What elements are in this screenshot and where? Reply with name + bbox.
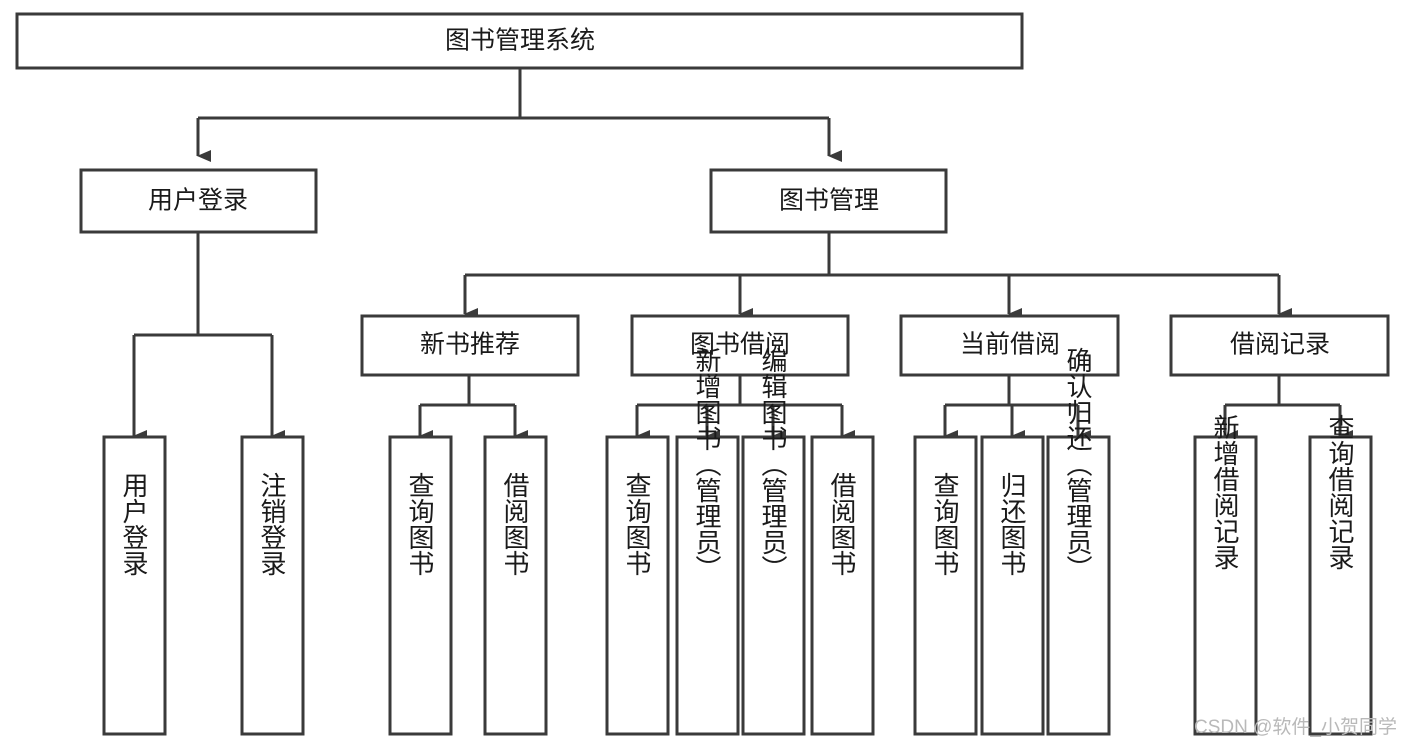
leaf-node[interactable]: 借阅图书 (483, 435, 548, 736)
edge-group-user-login (132, 232, 285, 442)
leaf-nb-borrow-book-label: 借阅图书 (500, 472, 530, 576)
edge-group-current-borrow (943, 375, 1091, 442)
node-book-borrow-box[interactable] (630, 314, 850, 377)
leaf-bb-query-book-label: 查询图书 (622, 472, 652, 576)
leaf-node[interactable]: 查询图书 (913, 435, 978, 736)
edge-group-root (196, 68, 842, 162)
leaf-bb-edit-book-box[interactable] (741, 435, 806, 736)
leaf-br-query-record-label: 查询借阅记录 (1325, 414, 1355, 570)
leaf-node[interactable]: 编辑图书（管理员） (741, 347, 806, 736)
leaf-br-add-record-label: 新增借阅记录 (1210, 414, 1240, 570)
node-current-borrow-box[interactable] (899, 314, 1120, 377)
node-user-login[interactable]: 用户登录 (79, 168, 318, 234)
leaf-bb-add-book-box[interactable] (675, 435, 740, 736)
node-borrow-record-box[interactable] (1169, 314, 1390, 377)
edge-group-borrow-record (1223, 375, 1353, 442)
leaf-logout-box[interactable] (240, 435, 305, 736)
leaf-bb-borrow-book-box[interactable] (810, 435, 875, 736)
leaf-nb-query-book-box[interactable] (388, 435, 453, 736)
node-current-borrow-label: 当前借阅 (960, 331, 1060, 359)
node-book-manage-label: 图书管理 (779, 187, 879, 215)
leaf-nb-query-book-label: 查询图书 (405, 472, 435, 576)
leaf-node[interactable]: 查询借阅记录 (1308, 414, 1373, 736)
leaf-cb-query-book-label: 查询图书 (930, 472, 960, 576)
node-new-book-recommend[interactable]: 新书推荐 (360, 314, 580, 377)
leaf-user-login-label: 用户登录 (119, 472, 149, 576)
node-book-manage[interactable]: 图书管理 (709, 168, 948, 234)
leaf-br-query-record-box[interactable] (1308, 435, 1373, 736)
leaf-node[interactable]: 归还图书 (980, 435, 1045, 736)
leaf-br-add-record-box[interactable] (1193, 435, 1258, 736)
edge-group-book-manage (463, 232, 1292, 320)
node-root-system[interactable]: 图书管理系统 (15, 12, 1024, 70)
leaf-nb-borrow-book-box[interactable] (483, 435, 548, 736)
edge-group-book-borrow (635, 375, 855, 442)
node-borrow-record[interactable]: 借阅记录 (1169, 314, 1390, 377)
leaf-node[interactable]: 注销登录 (240, 435, 305, 736)
leaf-cb-confirm-return-box[interactable] (1046, 435, 1111, 736)
node-borrow-record-label: 借阅记录 (1230, 331, 1330, 359)
leaf-user-login-box[interactable] (102, 435, 167, 736)
node-root-label: 图书管理系统 (445, 27, 595, 55)
leaf-cb-query-book-box[interactable] (913, 435, 978, 736)
node-book-manage-box[interactable] (709, 168, 948, 234)
node-user-login-label: 用户登录 (148, 187, 248, 215)
leaf-node[interactable]: 查询图书 (605, 435, 670, 736)
node-new-book-recommend-box[interactable] (360, 314, 580, 377)
node-new-book-recommend-label: 新书推荐 (420, 331, 520, 359)
node-book-borrow[interactable]: 图书借阅 (630, 314, 850, 377)
leaf-node[interactable]: 新增图书（管理员） (675, 347, 740, 736)
leaf-node[interactable]: 查询图书 (388, 435, 453, 736)
node-current-borrow[interactable]: 当前借阅 (899, 314, 1120, 377)
node-root-box[interactable] (15, 12, 1024, 70)
node-user-login-box[interactable] (79, 168, 318, 234)
leaf-node[interactable]: 确认归还（管理员） (1046, 347, 1111, 736)
edge-group-new-book (418, 375, 528, 442)
leaf-bb-add-book-label: 新增图书（管理员） (692, 347, 722, 581)
leaf-cb-return-book-box[interactable] (980, 435, 1045, 736)
leaf-node[interactable]: 新增借阅记录 (1193, 414, 1258, 736)
leaf-node[interactable]: 借阅图书 (810, 435, 875, 736)
leaf-bb-borrow-book-label: 借阅图书 (827, 472, 857, 576)
leaf-node[interactable]: 用户登录 (102, 435, 167, 736)
leaf-bb-edit-book-label: 编辑图书（管理员） (758, 347, 788, 581)
leaf-cb-confirm-return-label: 确认归还（管理员） (1063, 347, 1093, 581)
leaf-cb-return-book-label: 归还图书 (997, 472, 1027, 576)
leaf-bb-query-book-box[interactable] (605, 435, 670, 736)
leaf-logout-label: 注销登录 (257, 472, 287, 576)
csdn-watermark: CSDN @软件_小贺同学 (1194, 716, 1397, 738)
node-book-borrow-label: 图书借阅 (690, 331, 790, 359)
